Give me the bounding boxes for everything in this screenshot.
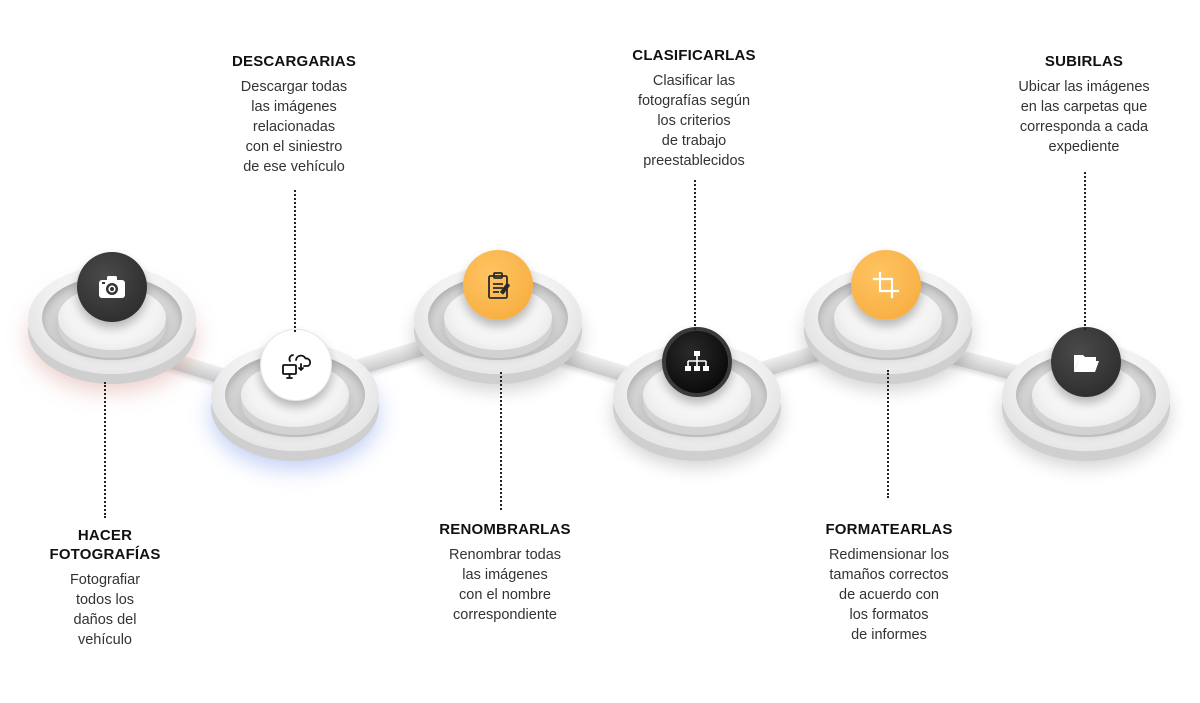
leader-step-1 [104, 382, 106, 518]
step-2-title: DESCARGARIAS [231, 53, 357, 70]
step-1-title: HACER FOTOGRAFÍAS [49, 527, 161, 563]
clipboard-edit-icon [488, 272, 510, 299]
step-2-description: Descargar todas las imágenes relacionada… [240, 79, 348, 175]
step-1-label: HACER FOTOGRAFÍAS Fotografiar todos los … [30, 526, 180, 650]
leader-step-4 [694, 180, 696, 330]
step-2-bubble[interactable] [260, 329, 332, 401]
camera-icon [99, 276, 125, 298]
step-4-bubble[interactable] [662, 327, 732, 397]
step-3-label: RENOMBRARLAS Renombrar todas las imágene… [420, 520, 590, 625]
hierarchy-icon [685, 351, 709, 371]
step-3-title: RENOMBRARLAS [439, 521, 571, 538]
leader-step-2 [294, 190, 296, 332]
step-5-description: Redimensionar los tamaños correctos de a… [828, 547, 950, 643]
step-6-title: SUBIRLAS [1044, 53, 1124, 70]
step-5-bubble[interactable] [851, 250, 921, 320]
step-6-bubble[interactable] [1051, 327, 1121, 397]
crop-icon [872, 271, 900, 299]
step-4-description: Clasificar las fotografías según los cri… [637, 73, 751, 169]
step-1-bubble[interactable] [77, 252, 147, 322]
step-3-bubble[interactable] [463, 250, 533, 320]
step-4-label: CLASIFICARLAS Clasificar las fotografías… [604, 46, 784, 171]
step-6-label: SUBIRLAS Ubicar las imágenes en las carp… [986, 52, 1182, 157]
leader-step-5 [887, 370, 889, 498]
step-3-description: Renombrar todas las imágenes con el nomb… [448, 547, 562, 623]
leader-step-3 [500, 372, 502, 510]
step-5-title: FORMATEARLAS [825, 521, 953, 538]
step-2-label: DESCARGARIAS Descargar todas las imágene… [214, 52, 374, 177]
step-4-title: CLASIFICARLAS [632, 47, 756, 64]
folder-open-icon [1074, 355, 1099, 372]
leader-step-6 [1084, 172, 1086, 330]
step-6-description: Ubicar las imágenes en las carpetas que … [1018, 79, 1150, 155]
cloud-sync-computer-icon [282, 354, 312, 379]
step-5-label: FORMATEARLAS Redimensionar los tamaños c… [796, 520, 982, 645]
step-1-description: Fotografiar todos los daños del vehículo [69, 572, 141, 648]
